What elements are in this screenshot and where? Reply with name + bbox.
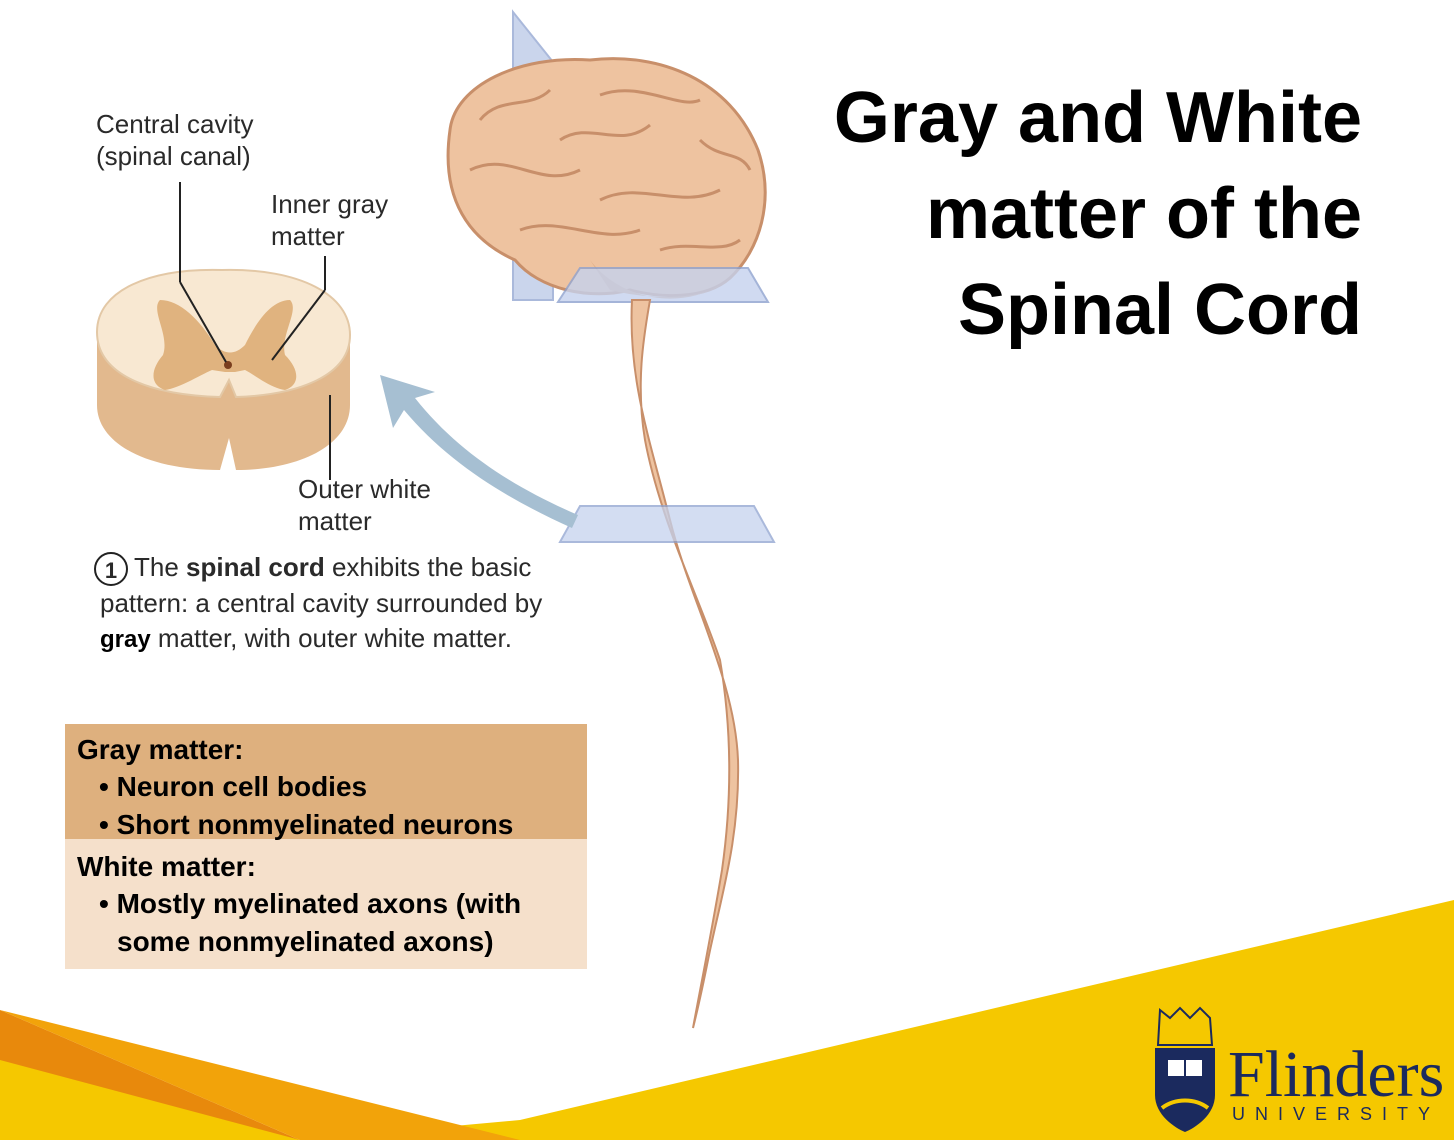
label-outer-white-matter: Outer white matter bbox=[298, 473, 431, 537]
label-inner-gray-line-1: Inner gray bbox=[271, 189, 389, 219]
brain-transverse-plane bbox=[556, 267, 770, 303]
label-central-cavity: Central cavity (spinal canal) bbox=[96, 108, 254, 172]
label-central-cavity-line-2: (spinal canal) bbox=[96, 141, 251, 171]
slide-title: Gray and White matter of the Spinal Cord bbox=[722, 70, 1362, 358]
caption-gray-word: gray bbox=[100, 626, 151, 654]
leader-inner-gray-2 bbox=[271, 289, 326, 361]
step-number-badge: 1 bbox=[94, 552, 128, 587]
white-matter-item: Mostly myelinated axons (with some nonmy… bbox=[77, 885, 577, 961]
central-canal bbox=[224, 361, 232, 369]
caption-bold-term: spinal cord bbox=[186, 552, 325, 582]
ship-crest-icon bbox=[1155, 1006, 1215, 1132]
spinal-cord bbox=[630, 299, 740, 1029]
caption-text-post: exhibits the basic pattern: a central ca… bbox=[100, 552, 543, 619]
brain-illustration bbox=[446, 57, 767, 299]
university-logo-name: Flinders bbox=[1228, 1038, 1445, 1111]
gray-matter-item: Short nonmyelinated neurons bbox=[77, 806, 577, 844]
white-matter-heading: White matter: bbox=[77, 851, 256, 882]
label-central-cavity-line-1: Central cavity bbox=[96, 109, 254, 139]
label-outer-white-line-2: matter bbox=[298, 506, 372, 536]
spinal-cord-cross-section bbox=[95, 268, 352, 470]
yellow-band-left bbox=[0, 1010, 520, 1140]
label-inner-gray-matter: Inner gray matter bbox=[271, 188, 388, 252]
gray-matter-heading: Gray matter: bbox=[77, 734, 244, 765]
label-inner-gray-line-2: matter bbox=[271, 221, 345, 251]
gray-matter-box: Gray matter: Neuron cell bodies Short no… bbox=[65, 724, 587, 840]
caption-text-end: matter, with outer white matter. bbox=[150, 623, 512, 654]
label-outer-white-line-1: Outer white bbox=[298, 474, 431, 504]
arrow-to-cross-section bbox=[380, 375, 578, 528]
matter-info-box: Gray matter: Neuron cell bodies Short no… bbox=[65, 724, 587, 969]
title-line-1: Gray and White bbox=[833, 78, 1362, 158]
title-line-2: matter of the bbox=[925, 174, 1362, 254]
caption-text-pre: The bbox=[134, 552, 187, 582]
university-logo-sub: UNIVERSITY bbox=[1232, 1104, 1441, 1124]
title-line-3: Spinal Cord bbox=[957, 270, 1362, 350]
cord-cut-plane bbox=[558, 505, 776, 543]
yellow-band bbox=[0, 900, 1454, 1140]
white-matter-box: White matter: Mostly myelinated axons (w… bbox=[65, 839, 587, 969]
gray-matter-item: Neuron cell bodies bbox=[77, 768, 577, 806]
leader-central-cavity-2 bbox=[179, 281, 227, 363]
